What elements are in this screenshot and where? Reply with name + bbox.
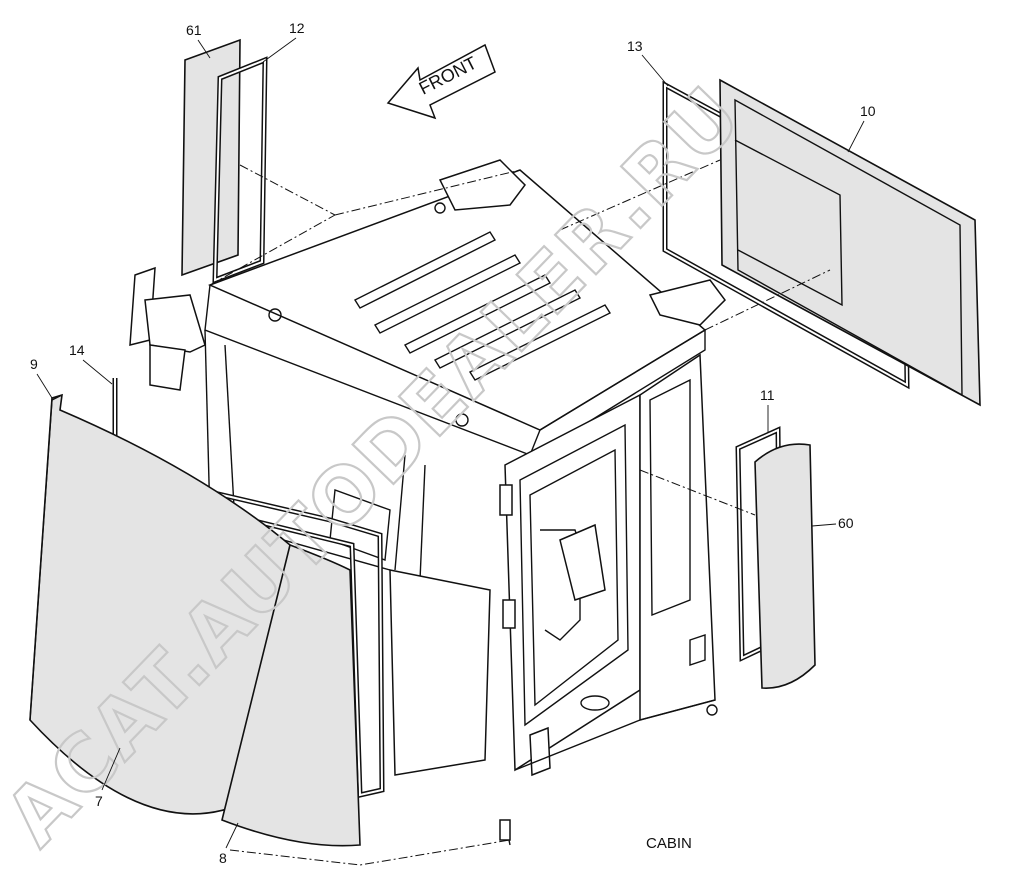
part-61-side-glass (181, 38, 241, 277)
diagram-caption: CABIN (646, 835, 692, 852)
part-12-seal (212, 56, 268, 284)
callout-12: 12 (289, 20, 305, 36)
callout-10: 10 (860, 103, 876, 119)
cabin-body (129, 159, 726, 866)
part-10-rear-glass (719, 78, 981, 407)
callout-8: 8 (219, 850, 227, 866)
cabin-door (499, 393, 641, 777)
callout-60: 60 (838, 515, 854, 531)
callout-9: 9 (30, 356, 38, 372)
left-mirror (129, 266, 206, 391)
front-direction-arrow: FRONT (386, 43, 496, 120)
roof-ribs (353, 231, 612, 381)
part-8-lower-glass (221, 543, 361, 847)
callouts: 61 12 13 10 9 14 11 60 7 8 (30, 20, 876, 866)
assembly-lines (209, 159, 831, 516)
callout-11: 11 (760, 387, 775, 403)
callout-13: 13 (627, 38, 643, 54)
callout-61: 61 (186, 22, 202, 38)
part-60-door-glass (754, 443, 816, 689)
callout-7: 7 (95, 793, 103, 809)
callout-14: 14 (69, 342, 85, 358)
